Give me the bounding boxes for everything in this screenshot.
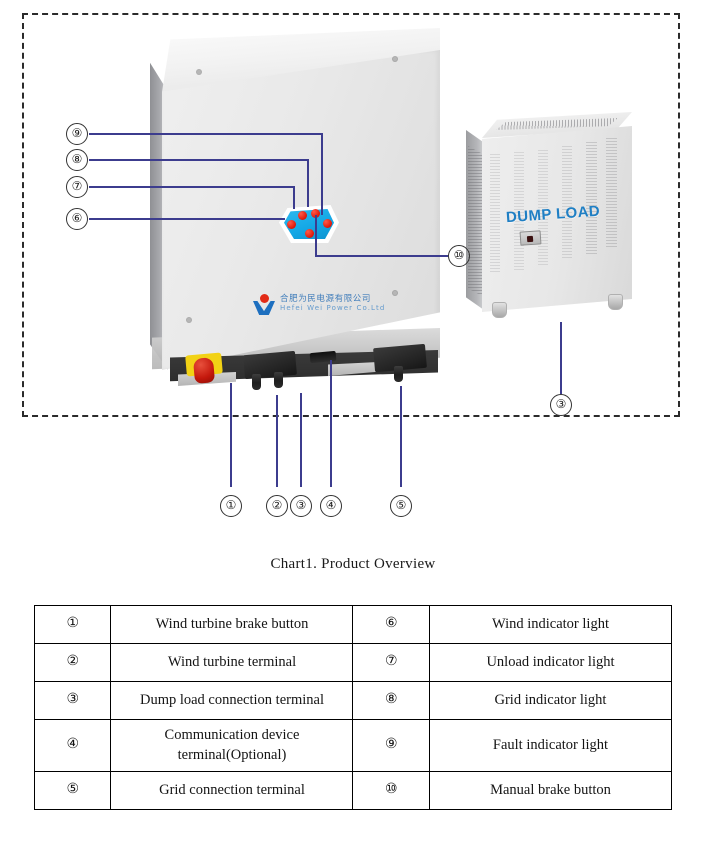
- leader-9-vertical: [321, 133, 323, 215]
- callout-4: ④: [320, 495, 342, 517]
- leader-7-horizontal: [89, 186, 293, 188]
- dumpload-front-face: [482, 126, 632, 312]
- legend-label-right: Unload indicator light: [428, 643, 673, 682]
- led-indicator-panel: [279, 205, 339, 243]
- legend-table-body: ① Wind turbine brake button ⑥ Wind indic…: [33, 605, 673, 811]
- logo-mark-icon: [253, 294, 275, 316]
- cable-gland-3: [394, 366, 403, 382]
- leader-4-vertical: [330, 360, 332, 487]
- legend-label-right: Manual brake button: [428, 771, 673, 811]
- leader-9-horizontal: [89, 133, 321, 135]
- legend-number-left: ②: [33, 643, 112, 682]
- table-row: ⑤ Grid connection terminal ⑩ Manual brak…: [33, 771, 673, 811]
- cable-gland-2: [274, 372, 283, 388]
- leader-8-horizontal: [89, 159, 307, 161]
- legend-number-left: ④: [33, 718, 112, 773]
- table-row: ④ Communication device terminal(Optional…: [33, 718, 673, 773]
- led-wind-indicator: [287, 220, 296, 229]
- led-unload-indicator: [298, 211, 307, 220]
- leader-10-horizontal: [315, 255, 448, 257]
- legend-number-right: ⑨: [352, 718, 430, 773]
- leader-5-vertical: [400, 386, 402, 487]
- callout-10: ⑩: [448, 245, 470, 267]
- legend-label-left: Dump load connection terminal: [110, 681, 354, 720]
- table-row: ① Wind turbine brake button ⑥ Wind indic…: [33, 605, 673, 644]
- legend-table: ① Wind turbine brake button ⑥ Wind indic…: [33, 605, 673, 811]
- legend-label-left: Wind turbine terminal: [110, 643, 354, 682]
- table-row: ② Wind turbine terminal ⑦ Unload indicat…: [33, 643, 673, 682]
- callout-5: ⑤: [390, 495, 412, 517]
- dumpload-vent-6: [606, 138, 617, 248]
- callout-1: ①: [220, 495, 242, 517]
- dump-load-illustration: DUMP LOAD: [466, 112, 642, 327]
- legend-label-left: Grid connection terminal: [110, 771, 354, 811]
- screw-bottom-right: [393, 291, 397, 295]
- callout-3-dumpload: ③: [550, 394, 572, 416]
- legend-label-right: Grid indicator light: [428, 681, 673, 720]
- leader-2-vertical: [276, 395, 278, 487]
- dumpload-vent-side: [468, 146, 482, 296]
- legend-label-right: Fault indicator light: [428, 718, 673, 773]
- manual-brake-button: [305, 229, 314, 238]
- logo-dot-icon: [260, 294, 269, 303]
- dumpload-vent-5: [586, 142, 597, 254]
- screw-bottom-left: [187, 318, 191, 322]
- leader-1-vertical: [230, 383, 232, 487]
- callout-7: ⑦: [66, 176, 88, 198]
- logo-w-icon: [253, 301, 275, 315]
- led-grid-indicator: [311, 209, 320, 218]
- leader-8-vertical: [307, 159, 309, 207]
- cable-gland-1: [252, 374, 261, 390]
- legend-number-left: ③: [33, 681, 112, 720]
- leader-3-vertical: [300, 393, 302, 487]
- company-logo: 合肥为民电源有限公司 Hefei Wei Power Co.Ltd: [253, 290, 388, 320]
- logo-chinese-text: 合肥为民电源有限公司: [280, 294, 372, 304]
- table-row: ③ Dump load connection terminal ⑧ Grid i…: [33, 681, 673, 720]
- legend-number-left: ⑤: [33, 771, 112, 811]
- legend-number-right: ⑦: [352, 643, 430, 682]
- dumpload-vent-1: [490, 154, 500, 274]
- dumpload-vent-3: [538, 150, 548, 266]
- caster-right: [608, 294, 623, 310]
- inverter-connector-shelf: [158, 343, 450, 408]
- figure-dashed-border: [22, 13, 680, 417]
- screw-top-right: [393, 57, 397, 61]
- callout-3: ③: [290, 495, 312, 517]
- wind-turbine-brake-button: [192, 357, 216, 384]
- legend-number-right: ⑩: [352, 771, 430, 811]
- logo-english-text: Hefei Wei Power Co.Ltd: [280, 304, 386, 312]
- callout-8: ⑧: [66, 149, 88, 171]
- legend-number-right: ⑥: [352, 605, 430, 644]
- legend-label-right: Wind indicator light: [428, 605, 673, 644]
- legend-number-left: ①: [33, 605, 112, 644]
- legend-number-right: ⑧: [352, 681, 430, 720]
- caster-left: [492, 302, 507, 318]
- dumpload-switch: [519, 230, 542, 246]
- dumpload-side-panel: [466, 130, 484, 310]
- callout-2: ②: [266, 495, 288, 517]
- dumpload-vent-4: [562, 146, 572, 260]
- legend-label-left: Wind turbine brake button: [110, 605, 354, 644]
- legend-label-left: Communication device terminal(Optional): [110, 718, 354, 773]
- dumpload-vent-2: [514, 152, 524, 270]
- leader-3-right-vertical: [560, 322, 562, 394]
- figure-caption: Chart1. Product Overview: [270, 556, 436, 572]
- led-fault-indicator: [323, 219, 332, 228]
- screw-top-left: [197, 70, 201, 74]
- mount-bracket-right: [328, 362, 378, 376]
- leader-7-vertical: [293, 186, 295, 209]
- leader-6-horizontal: [89, 218, 285, 220]
- leader-10-vertical: [315, 215, 317, 255]
- callout-6: ⑥: [66, 208, 88, 230]
- wind-inverter-illustration: 合肥为民电源有限公司 Hefei Wei Power Co.Ltd: [150, 28, 450, 390]
- callout-9: ⑨: [66, 123, 88, 145]
